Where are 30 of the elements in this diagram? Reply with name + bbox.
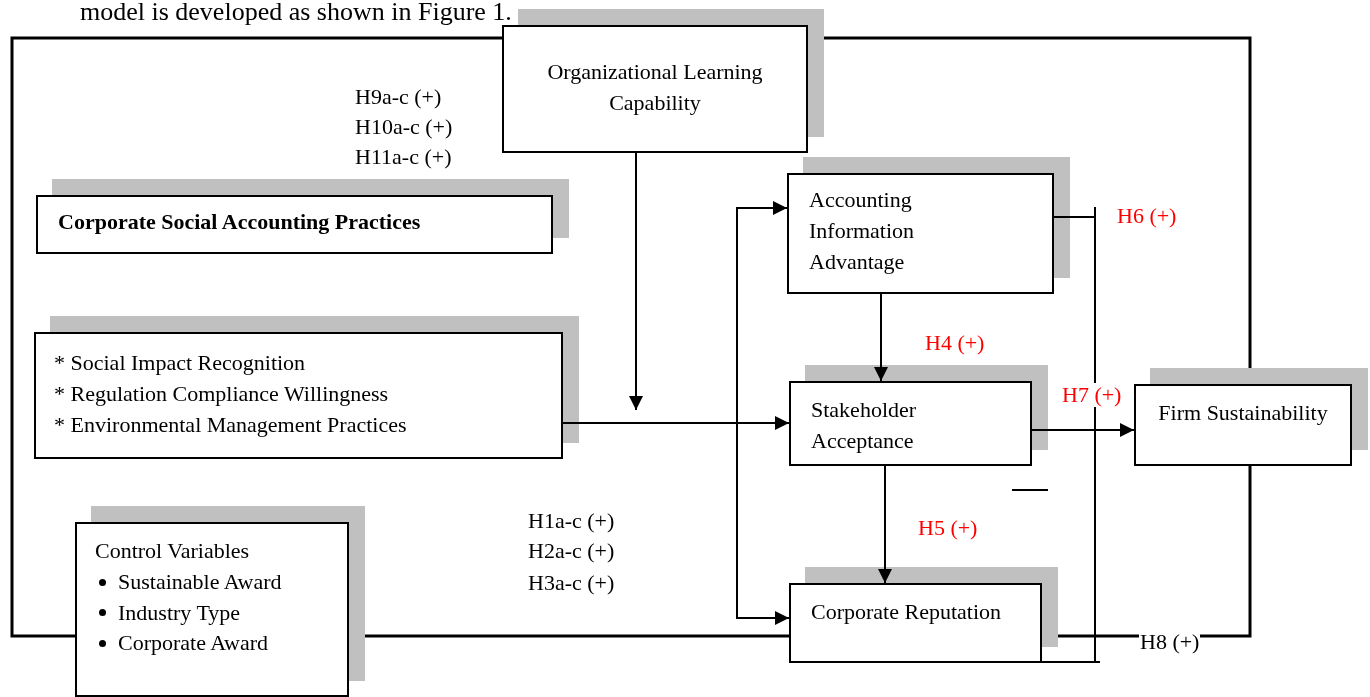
hypothesis-label: H11a-c (+) — [355, 144, 452, 171]
arrow — [878, 465, 892, 584]
node-label: * Regulation Compliance Willingness — [54, 379, 390, 408]
arrow — [1031, 423, 1135, 437]
connector-line — [1041, 661, 1101, 663]
hypothesis-label: H9a-c (+) — [355, 84, 442, 111]
list-heading: Control Variables — [95, 537, 251, 565]
hypothesis-label: H1a-c (+) — [528, 508, 615, 535]
node-label: Stakeholder Acceptance — [811, 396, 918, 455]
arrow — [874, 293, 888, 382]
hypothesis-label: H2a-c (+) — [528, 538, 615, 565]
node-label: Organizational Learning Capability — [546, 58, 764, 117]
item-text: Corporate Award — [118, 629, 269, 658]
node-label: * Social Impact Recognition — [54, 349, 307, 377]
connector-line — [1053, 216, 1096, 218]
node-label: Corporate Reputation — [811, 598, 1002, 626]
node-label: Accounting Information Advantage — [809, 186, 916, 276]
item-text: Sustainable Award — [118, 567, 282, 596]
hypothesis-label: H3a-c (+) — [528, 570, 615, 597]
arrow — [562, 416, 790, 430]
node-label: * Environmental Management Practices — [54, 410, 408, 439]
node-label: Corporate Social Accounting Practices — [58, 208, 422, 236]
item-text: Industry Type — [118, 598, 241, 627]
hypothesis-label: H10a-c (+) — [355, 114, 453, 141]
edge-label: H7 (+) — [1061, 383, 1123, 408]
arrow — [629, 152, 643, 411]
arrow — [736, 201, 788, 414]
body-text: model is developed as shown in Figure 1. — [80, 0, 512, 28]
node-label: Firm Sustainability — [1157, 399, 1329, 427]
arrow — [736, 412, 790, 625]
